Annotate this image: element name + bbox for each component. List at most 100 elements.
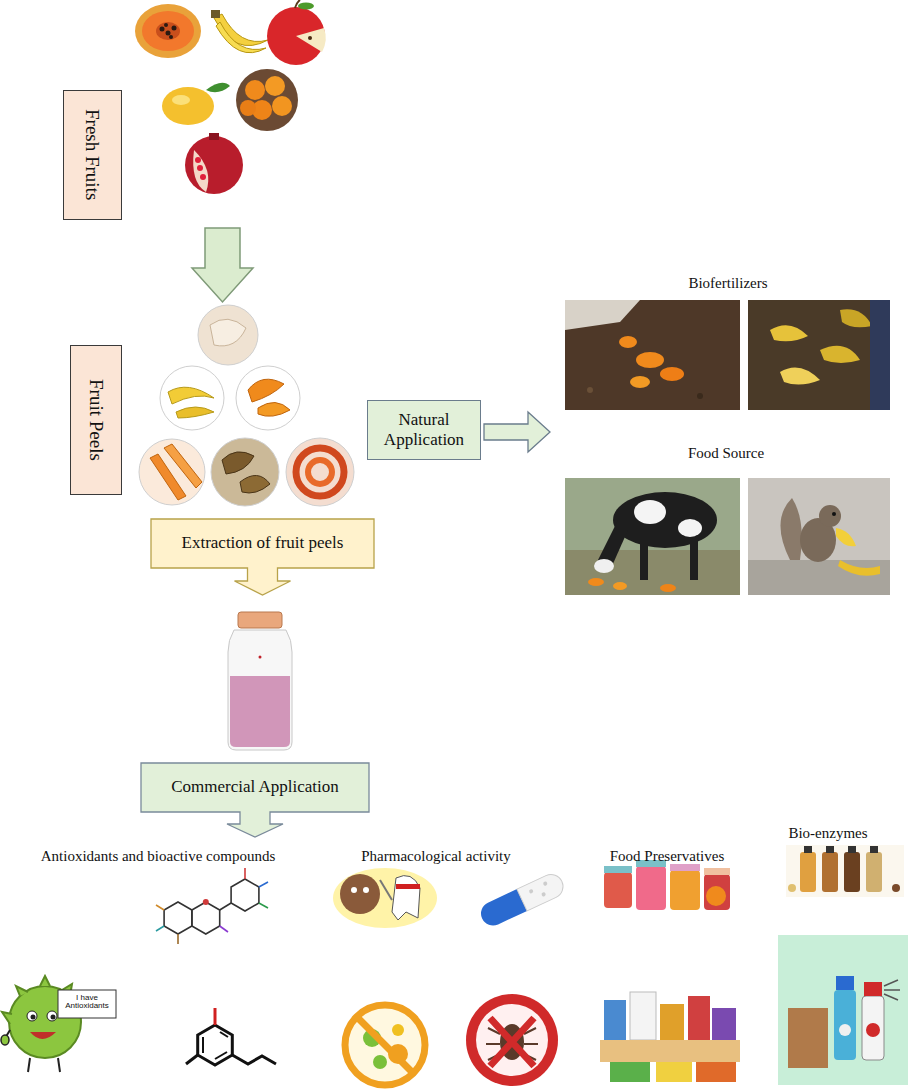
durian-character bbox=[1, 976, 116, 1072]
cow-photo bbox=[613, 492, 717, 548]
flavonoid-structure bbox=[156, 926, 164, 931]
category-label: Food Preservatives bbox=[610, 847, 725, 865]
grocery-pile bbox=[600, 1040, 740, 1062]
biofertilizer-photo bbox=[660, 367, 684, 381]
papaya-picture bbox=[164, 23, 168, 27]
cow-photo bbox=[613, 582, 627, 590]
enzyme-bottles bbox=[786, 845, 904, 897]
cow-photo bbox=[588, 578, 604, 586]
antiparasitic-badge bbox=[466, 994, 558, 1086]
cleaner-picture bbox=[862, 996, 884, 1060]
section-label: Biofertilizers bbox=[688, 274, 767, 292]
banana-picture bbox=[211, 10, 220, 18]
cow-photo bbox=[565, 478, 740, 595]
peel-pictures bbox=[139, 439, 205, 505]
mango-picture bbox=[162, 83, 230, 125]
flavonoid-structure bbox=[192, 902, 220, 934]
enzyme-bottles bbox=[800, 852, 816, 892]
compost-photo bbox=[870, 300, 890, 410]
extract-jar bbox=[259, 656, 262, 659]
cleaner-picture bbox=[884, 980, 900, 1000]
peel-pictures bbox=[296, 448, 344, 496]
antimicrobial-sign bbox=[345, 1005, 425, 1085]
preserve-jars bbox=[670, 870, 700, 910]
peel-pictures bbox=[222, 452, 254, 474]
papaya-picture bbox=[172, 26, 177, 31]
anticancer-cartoon bbox=[340, 874, 380, 914]
flavonoid-structure bbox=[203, 899, 209, 905]
enzyme-bottles bbox=[804, 846, 812, 853]
biofertilizer-photo bbox=[636, 352, 664, 368]
preserve-jars bbox=[604, 860, 730, 910]
grocery-pile bbox=[600, 992, 740, 1082]
cow-photo bbox=[678, 519, 702, 537]
extract-jar bbox=[228, 630, 292, 750]
cow-photo bbox=[565, 478, 740, 595]
papaya-picture bbox=[142, 11, 194, 51]
preserve-jars bbox=[604, 872, 632, 908]
arrow-box-outline bbox=[150, 518, 375, 596]
papaya-picture bbox=[160, 27, 165, 32]
mango-picture bbox=[206, 83, 230, 92]
apple-picture bbox=[267, 0, 326, 65]
enzyme-bottles bbox=[826, 846, 834, 853]
capsule-picture bbox=[543, 881, 548, 886]
phenol-structure bbox=[220, 1032, 228, 1037]
phenol-structure bbox=[186, 1008, 276, 1065]
box-text: Commercial Application bbox=[171, 777, 339, 797]
text-holder: Fresh Fruits bbox=[82, 109, 104, 200]
flavonoid-structure bbox=[220, 926, 228, 932]
antiparasitic-badge bbox=[490, 1018, 534, 1066]
capsule-picture bbox=[517, 871, 567, 911]
cleaner-picture bbox=[778, 935, 908, 1085]
application-arrow bbox=[484, 412, 550, 452]
phenol-structure bbox=[214, 1008, 217, 1025]
enzyme-bottles bbox=[822, 852, 838, 892]
anticancer-cartoon bbox=[380, 880, 392, 900]
peel-pictures bbox=[139, 305, 354, 506]
stage-box: Fresh Fruits bbox=[63, 90, 122, 220]
apple-picture bbox=[298, 3, 314, 10]
durian-character bbox=[27, 1011, 37, 1021]
extract-jar bbox=[228, 612, 292, 750]
durian-character bbox=[28, 1058, 60, 1072]
grocery-pile bbox=[688, 996, 710, 1040]
text-holder: Natural Application bbox=[376, 410, 472, 449]
peel-pictures bbox=[240, 475, 270, 493]
compost-photo bbox=[840, 309, 872, 327]
peel-pictures bbox=[164, 444, 202, 488]
phenol-structure bbox=[215, 1052, 227, 1059]
arrow-box-outline bbox=[141, 763, 369, 837]
peel-pictures bbox=[258, 402, 290, 416]
pomegranate-picture bbox=[200, 174, 206, 180]
antimicrobial-sign bbox=[392, 1024, 404, 1036]
peel-pictures bbox=[308, 460, 332, 484]
phenol-structure bbox=[186, 1055, 198, 1064]
apple-picture bbox=[308, 36, 312, 40]
cow-photo bbox=[565, 550, 740, 595]
capsule-picture bbox=[529, 889, 534, 894]
process-box: Natural Application bbox=[367, 400, 481, 460]
papaya-picture bbox=[135, 4, 201, 58]
enzyme-bottles bbox=[844, 852, 860, 892]
cow-photo bbox=[634, 500, 666, 524]
papaya-picture bbox=[135, 4, 201, 58]
cleaner-picture bbox=[834, 990, 856, 1060]
cleaner-picture bbox=[864, 982, 882, 996]
kumquat-picture bbox=[240, 100, 256, 116]
grocery-pile bbox=[712, 1008, 736, 1040]
durian-character bbox=[31, 1015, 36, 1020]
grocery-pile bbox=[696, 1062, 736, 1082]
arrow-box-outline bbox=[140, 762, 370, 838]
squirrel-photo bbox=[780, 498, 801, 560]
mango-picture bbox=[162, 87, 214, 125]
biofertilizer-photo bbox=[697, 393, 703, 399]
mango-picture bbox=[172, 95, 190, 105]
preserve-jars bbox=[704, 868, 730, 875]
process-arrow-box: Extraction of fruit peels bbox=[150, 518, 375, 596]
phenol-structure bbox=[232, 1055, 276, 1064]
antimicrobial-sign bbox=[357, 1017, 413, 1073]
enzyme-bottles bbox=[786, 845, 904, 897]
